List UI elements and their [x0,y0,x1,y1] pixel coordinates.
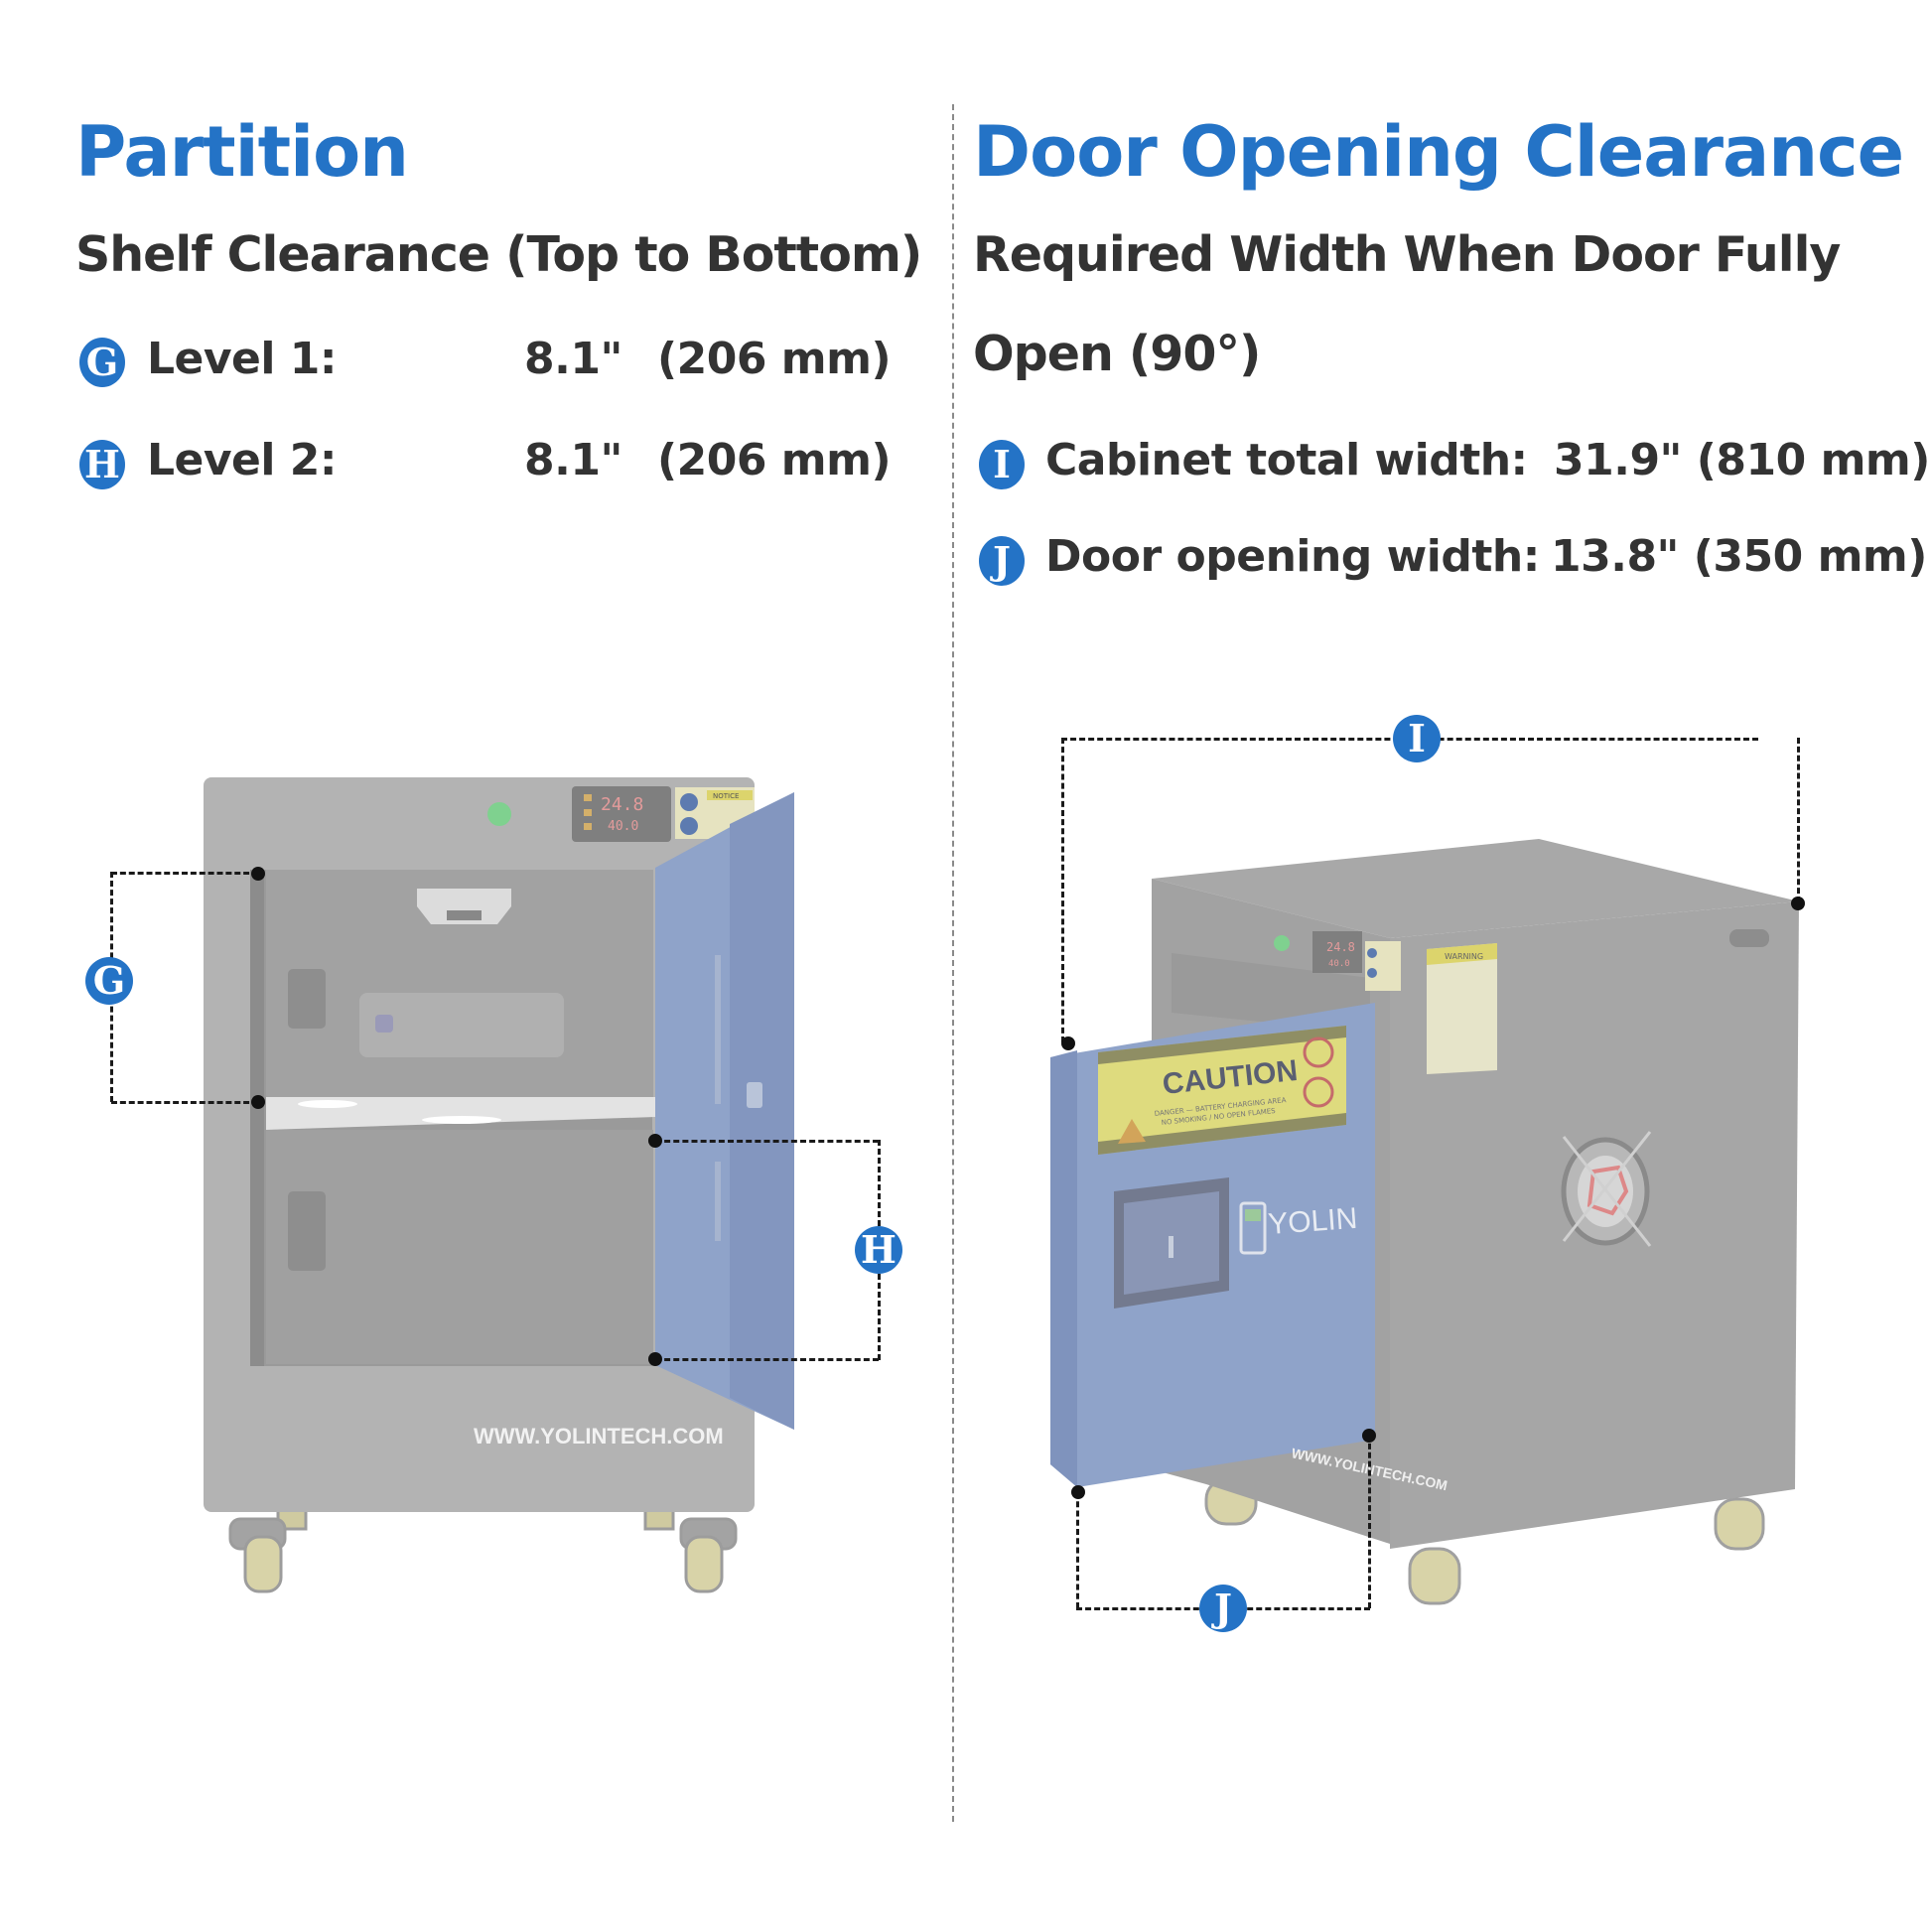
i-right-anchor-dot [1791,897,1805,910]
j-marker-icon: J [1199,1585,1247,1632]
angled-cabinet-illustration: 24.8 40.0 WARNING CAUTION DANGER — BATTE… [953,0,1932,1932]
i-marker-icon: I [1393,715,1441,762]
svg-text:40.0: 40.0 [608,819,638,834]
level-1-label: Level 1: [147,334,338,384]
badge-j-icon: J [979,536,1025,586]
level-2-label: Level 2: [147,435,338,485]
i-dimension-right-line [1797,738,1800,902]
shelf-clearance-subtitle: Shelf Clearance (Top to Bottom) [75,226,922,283]
column-divider [952,104,954,1822]
svg-text:24.8: 24.8 [1326,940,1355,954]
door-width-value: 13.8" (350 mm) [1551,531,1927,582]
angled-cabinet-svg: 24.8 40.0 WARNING CAUTION DANGER — BATTE… [1050,839,1799,1605]
j-right-anchor-dot [1362,1429,1376,1443]
partition-title: Partition [75,111,409,193]
fan-icon [1561,1131,1652,1247]
badge-i-icon: I [979,440,1025,489]
g-top-anchor-dot [251,867,265,881]
svg-text:WWW.YOLINTECH.COM: WWW.YOLINTECH.COM [474,1424,724,1449]
h-dimension-top-line [655,1140,879,1143]
level-1-mm: (206 mm) [657,334,892,384]
svg-text:NOTICE: NOTICE [713,792,739,800]
level-1-inches: 8.1" [524,334,622,384]
svg-text:24.8: 24.8 [601,794,643,815]
h-dimension-bottom-line [655,1358,879,1361]
g-dimension-top-line [111,872,258,875]
h-top-anchor-dot [648,1134,662,1148]
j-dimension-right-line [1368,1435,1371,1608]
g-bottom-anchor-dot [251,1095,265,1109]
g-marker-icon: G [85,957,133,1005]
level-2-mm: (206 mm) [657,435,892,485]
front-cabinet-svg: 24.8 40.0 NOTICE WWW.YOLINTECH.COM [204,777,794,1593]
svg-text:YOLIN: YOLIN [1267,1202,1358,1241]
required-width-subtitle-2: Open (90°) [973,326,1261,382]
required-width-subtitle-1: Required Width When Door Fully [973,226,1841,283]
cabinet-width-label: Cabinet total width: [1045,435,1528,485]
badge-h-icon: H [79,440,125,489]
i-left-anchor-dot [1061,1036,1075,1050]
svg-text:WARNING: WARNING [1445,952,1483,961]
badge-g-icon: G [79,338,125,387]
cabinet-width-value: 31.9" (810 mm) [1554,435,1930,485]
caster-icons [228,1502,738,1593]
g-dimension-bottom-line [111,1101,258,1104]
j-left-anchor-dot [1071,1485,1085,1499]
door-width-label: Door opening width: [1045,531,1540,582]
level-2-inches: 8.1" [524,435,622,485]
i-dimension-left-line [1061,738,1064,1042]
front-cabinet-illustration: 24.8 40.0 NOTICE WWW.YOLINTECH.COM G H [0,0,953,1932]
h-bottom-anchor-dot [648,1352,662,1366]
h-marker-icon: H [855,1226,902,1274]
door-opening-title: Door Opening Clearance [973,111,1904,193]
j-dimension-left-line [1076,1492,1079,1608]
svg-text:40.0: 40.0 [1328,959,1350,969]
